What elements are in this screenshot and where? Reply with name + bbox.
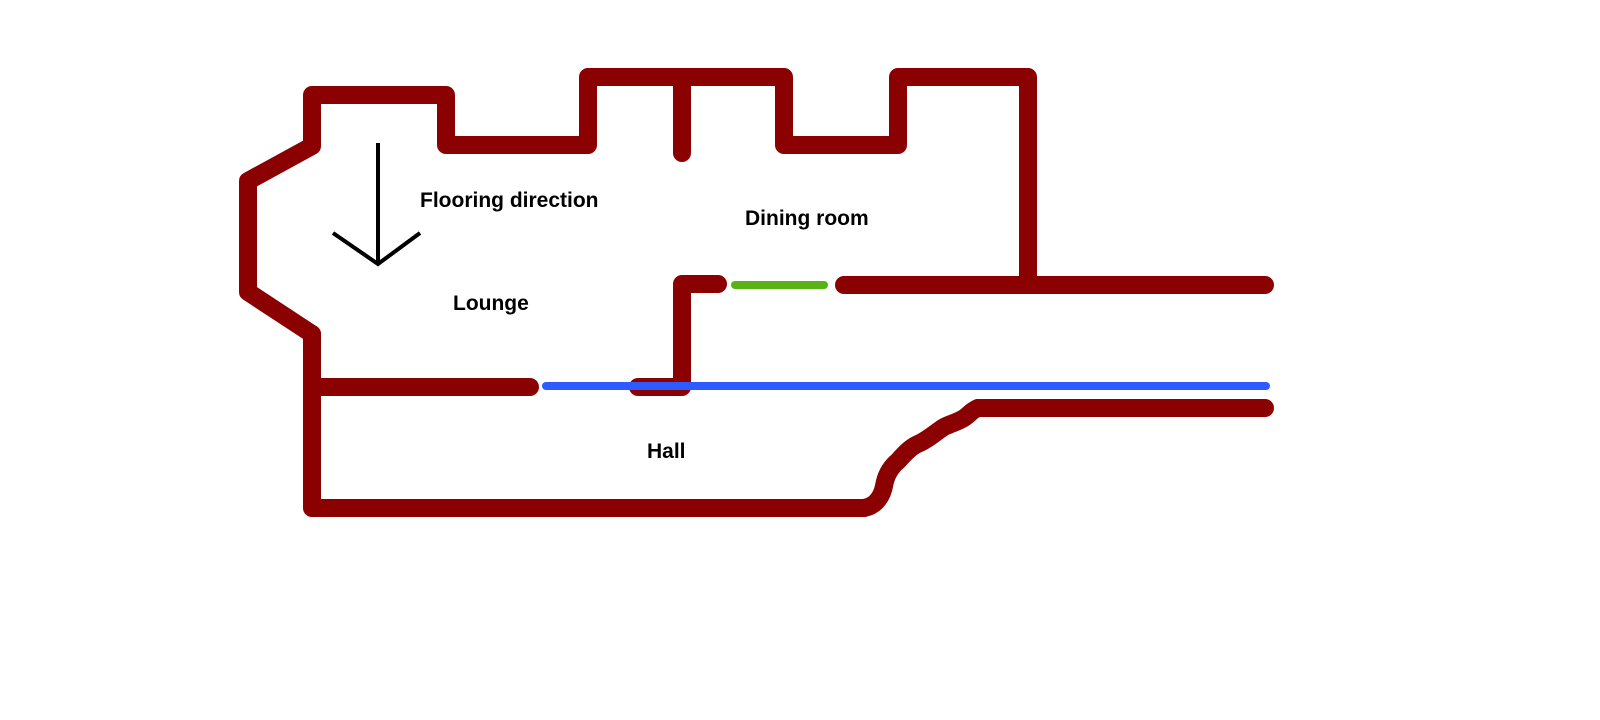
arrow-head — [331, 231, 422, 267]
flooring-direction-label: Flooring direction — [420, 189, 599, 212]
hall-outer-wall — [303, 325, 873, 517]
hall-curved-wall — [855, 399, 987, 517]
lounge-label: Lounge — [453, 292, 529, 315]
lounge-outer-wall — [239, 68, 1037, 343]
dining-room-label: Dining room — [745, 207, 869, 230]
flooring-direction-arrow-icon — [331, 143, 422, 267]
corridor-stub-wall — [629, 275, 727, 396]
hall-label: Hall — [647, 440, 686, 463]
